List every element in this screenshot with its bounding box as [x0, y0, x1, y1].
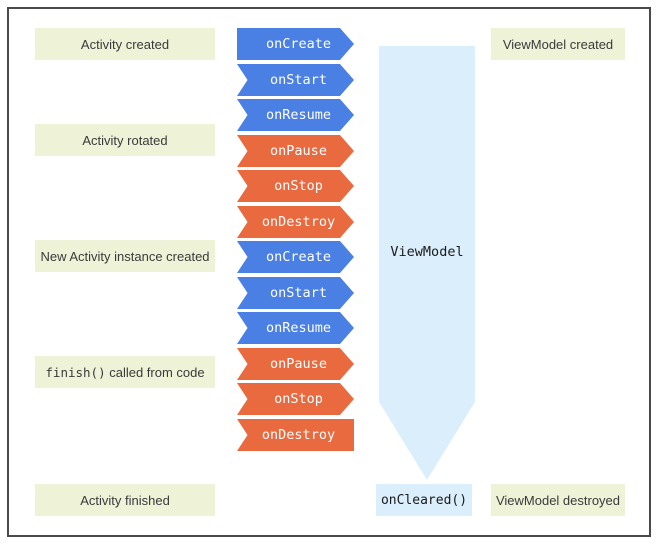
callback-label: onStart [270, 285, 327, 301]
finish-text: called from code [105, 364, 205, 380]
callback-label: onCreate [265, 36, 332, 52]
event-viewmodel-created: ViewModel created [491, 28, 625, 60]
callback-onpause-10: onPause [237, 348, 354, 380]
callback-onresume-3: onResume [237, 99, 354, 131]
callback-ondestroy-12: onDestroy [237, 419, 354, 451]
viewmodel-lifetime-arrow [379, 46, 475, 480]
callback-onresume-9: onResume [237, 312, 354, 344]
on-cleared-box: onCleared() [376, 484, 472, 516]
callback-onstart-8: onStart [237, 277, 354, 309]
callback-label: onResume [265, 320, 332, 336]
callback-label: onCreate [265, 249, 332, 265]
callback-ondestroy-6: onDestroy [237, 206, 354, 238]
callback-label: onStart [270, 72, 327, 88]
callback-label: onPause [270, 143, 327, 159]
event-activity-finished: Activity finished [35, 484, 215, 516]
callback-label: onStop [274, 178, 323, 194]
callback-onstop-11: onStop [237, 383, 354, 415]
event-activity-rotated: Activity rotated [35, 124, 215, 156]
callback-oncreate-1: onCreate [237, 28, 354, 60]
event-finish-called: finish() called from code [35, 356, 215, 388]
callback-label: onStop [274, 391, 323, 407]
callback-onstop-5: onStop [237, 170, 354, 202]
event-new-activity-instance: New Activity instance created [35, 240, 215, 272]
callback-onstart-2: onStart [237, 64, 354, 96]
finish-code: finish() [45, 364, 106, 380]
event-activity-created: Activity created [35, 28, 215, 60]
callback-label: onDestroy [261, 427, 336, 443]
callback-onpause-4: onPause [237, 135, 354, 167]
callback-oncreate-7: onCreate [237, 241, 354, 273]
viewmodel-label: ViewModel [390, 244, 464, 260]
callback-label: onDestroy [261, 214, 336, 230]
callback-label: onPause [270, 356, 327, 372]
event-viewmodel-destroyed: ViewModel destroyed [491, 484, 625, 516]
callback-label: onResume [265, 107, 332, 123]
